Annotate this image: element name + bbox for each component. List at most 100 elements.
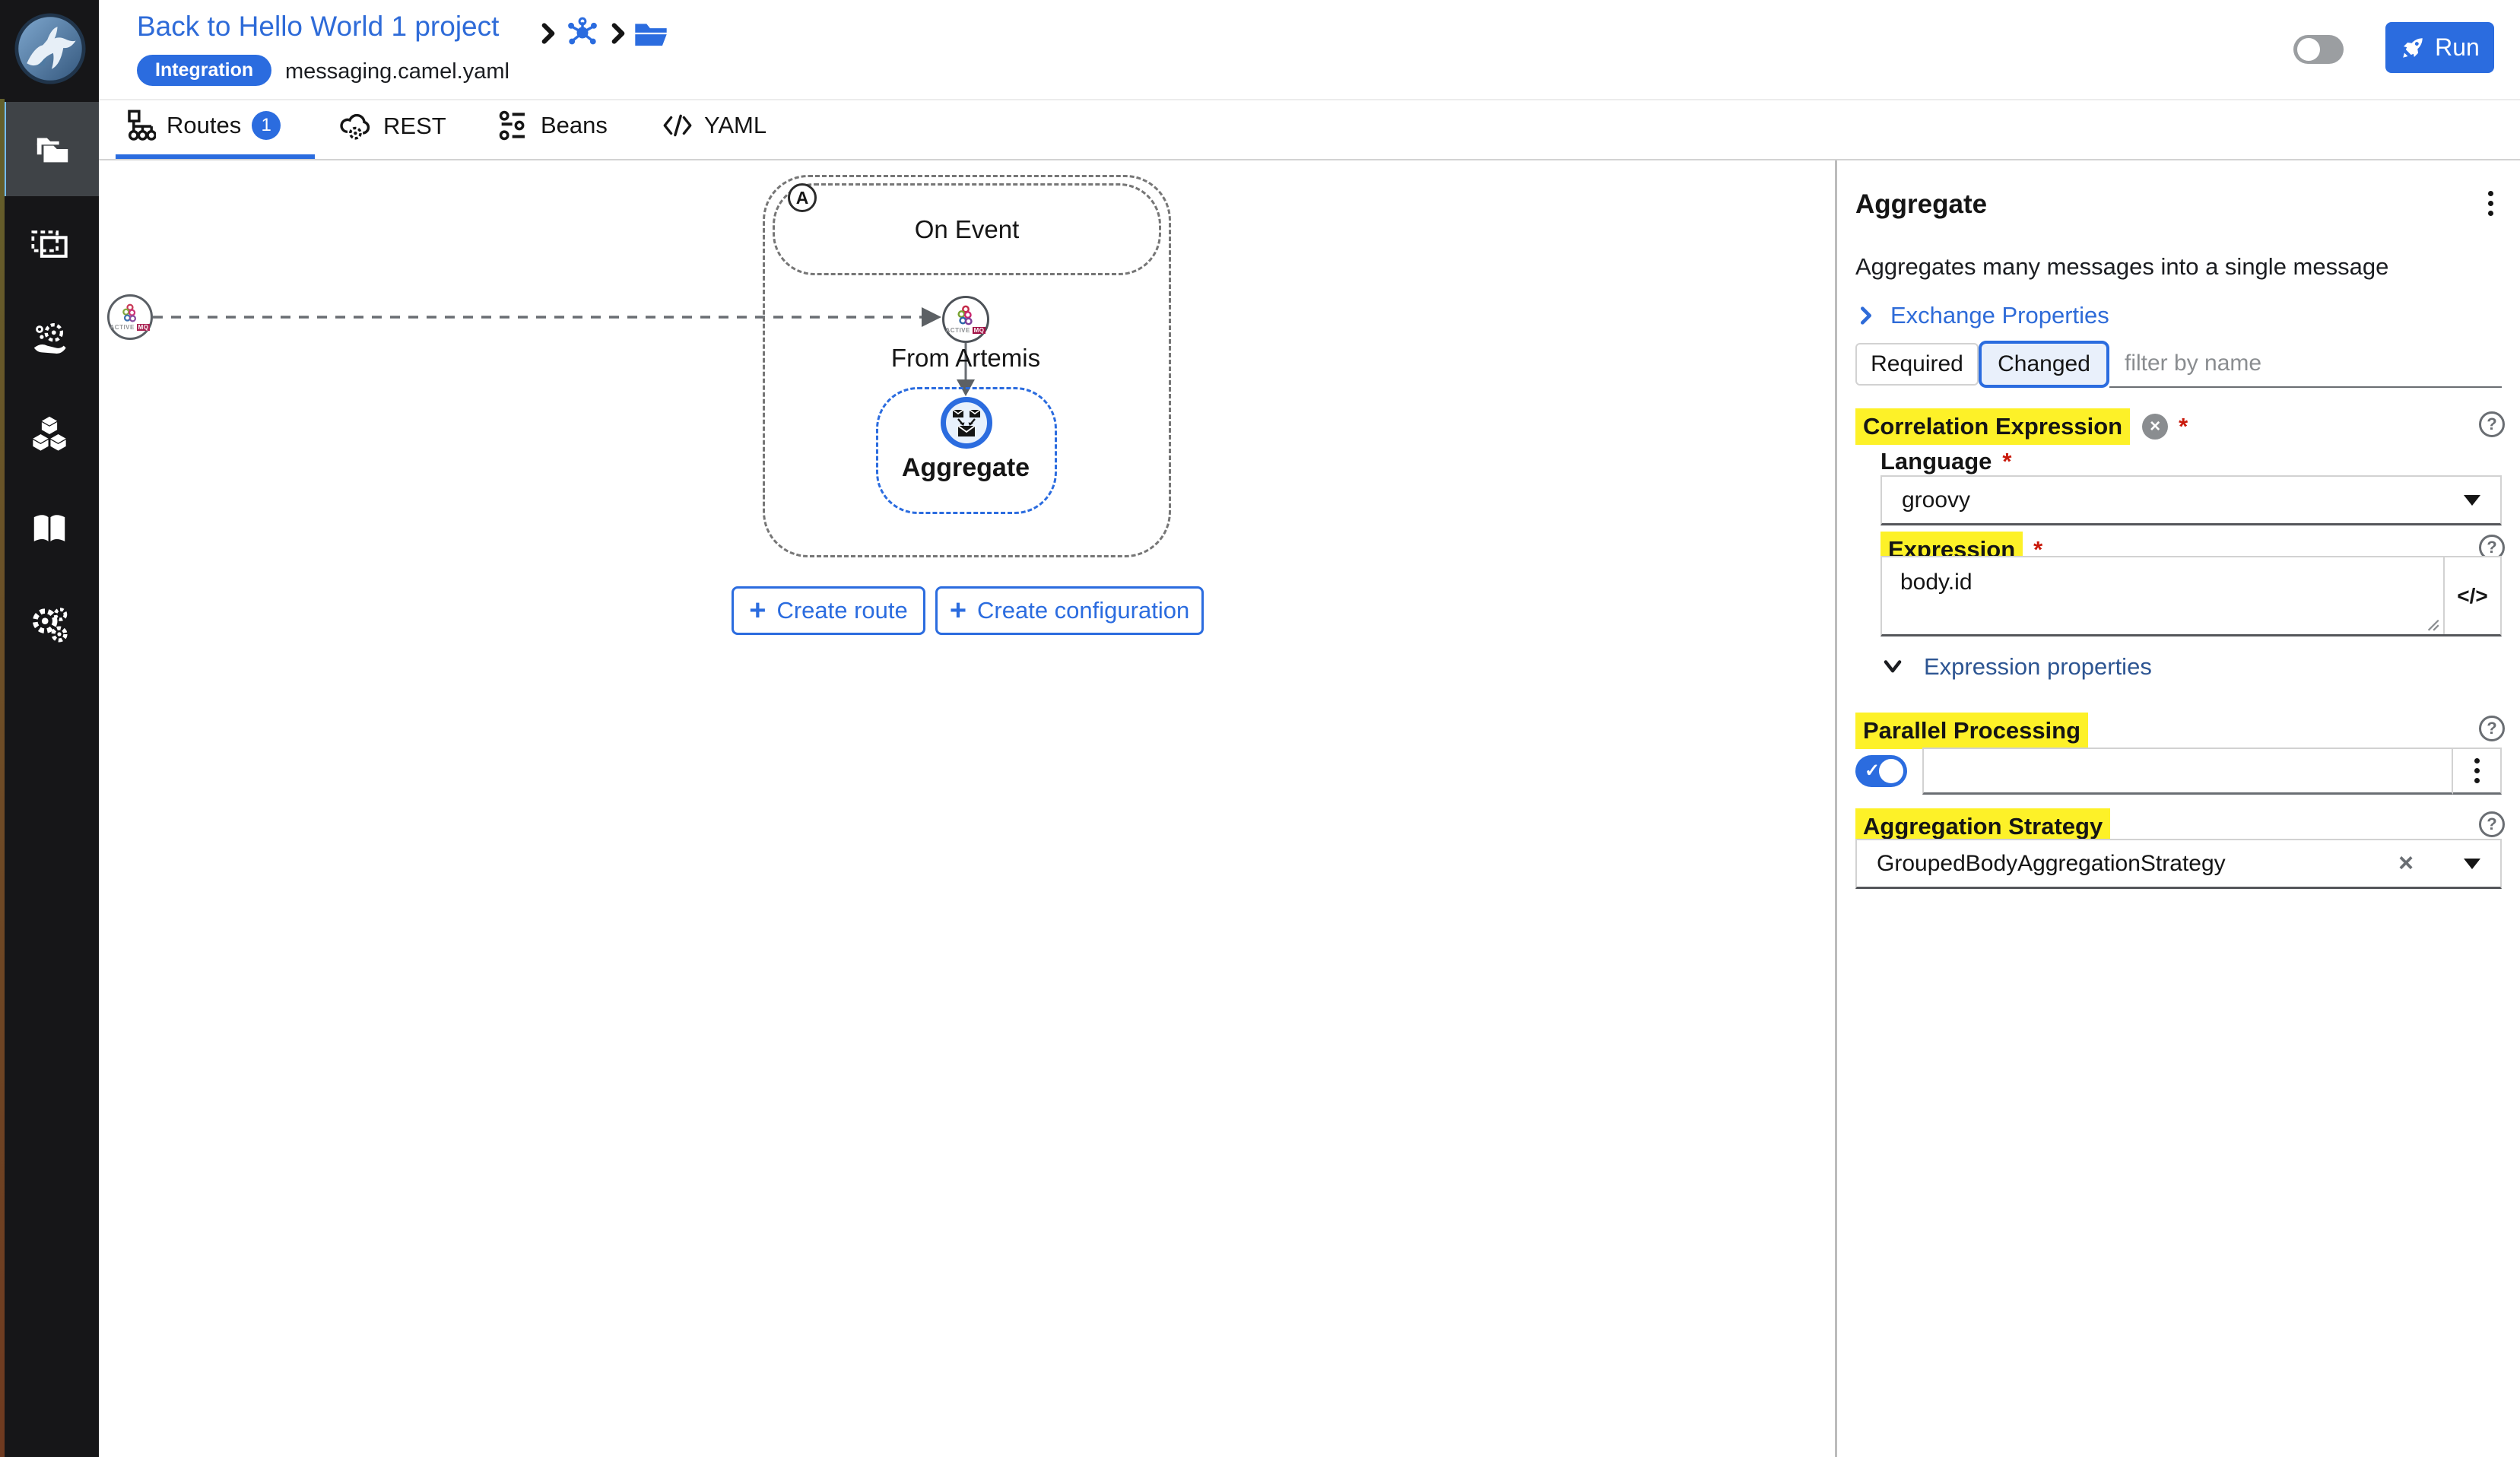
- integration-hub-icon[interactable]: [565, 15, 600, 50]
- expression-properties-expander[interactable]: Expression properties: [1883, 653, 2152, 681]
- toggle-knob: [2297, 38, 2320, 61]
- aggregate-label: Aggregate: [901, 453, 1030, 482]
- exchange-properties-link[interactable]: Exchange Properties: [1858, 302, 2109, 329]
- left-sidebar: [0, 0, 99, 1457]
- open-code-editor-button[interactable]: </>: [2443, 557, 2500, 634]
- sidebar-item-components[interactable]: [0, 387, 99, 481]
- breadcrumb-chevron-icon: [541, 23, 555, 44]
- route-canvas[interactable]: A On Event ACTIVE MQ ACTIV: [99, 160, 1835, 1457]
- panel-kebab-menu[interactable]: [2488, 191, 2493, 216]
- sidebar-item-pipes[interactable]: [0, 197, 99, 291]
- parallel-processing-label: Parallel Processing: [1855, 713, 2089, 749]
- file-name-label: messaging.camel.yaml: [285, 59, 509, 84]
- parallel-processing-label-row: Parallel Processing: [1855, 713, 2089, 749]
- language-label: Language: [1880, 448, 1992, 475]
- breadcrumb-chevron-icon: [611, 23, 625, 44]
- top-header: Back to Hello World 1 project Integratio…: [99, 0, 2520, 100]
- expression-field: body.id </>: [1880, 556, 2502, 636]
- frames-icon: [31, 230, 68, 258]
- resize-handle-icon[interactable]: [2423, 615, 2440, 632]
- language-select-value: groovy: [1902, 487, 1971, 513]
- aggregation-help-icon[interactable]: ?: [2479, 811, 2505, 837]
- aggregation-strategy-combobox[interactable]: ×: [1855, 839, 2502, 889]
- tab-routes-label: Routes: [167, 112, 242, 138]
- sidebar-item-services[interactable]: [0, 292, 99, 386]
- gears-icon: [32, 608, 68, 643]
- switch-knob: [1879, 759, 1903, 783]
- language-select[interactable]: groovy: [1880, 475, 2502, 525]
- tab-yaml-label: YAML: [704, 112, 767, 138]
- on-event-label: On Event: [914, 214, 1020, 243]
- chevron-down-icon: [2464, 494, 2480, 506]
- rocket-icon: [2403, 37, 2423, 58]
- correlation-expression-label-row: Correlation Expression × *: [1855, 408, 2188, 445]
- activemq-brand-label: ACTIVE MQ: [109, 324, 151, 331]
- cubes-icon: [33, 416, 66, 451]
- external-activemq-node[interactable]: ACTIVE MQ: [107, 294, 153, 340]
- parallel-processing-switch[interactable]: ✓: [1855, 755, 1907, 787]
- book-icon: [33, 515, 65, 541]
- expression-textarea[interactable]: body.id: [1882, 557, 2445, 633]
- on-event-group[interactable]: On Event: [773, 183, 1161, 275]
- aggregate-envelopes-icon: [952, 409, 981, 436]
- tab-beans[interactable]: Beans: [498, 110, 608, 141]
- panel-description: Aggregates many messages into a single m…: [1855, 253, 2389, 280]
- activemq-icon: [957, 305, 973, 325]
- tab-rest-label: REST: [383, 113, 446, 139]
- activemq-icon: [122, 303, 137, 322]
- activemq-brand-label: ACTIVE MQ: [945, 327, 986, 334]
- correlation-expression-label: Correlation Expression: [1855, 408, 2131, 445]
- sidebar-item-design[interactable]: [0, 102, 99, 196]
- clear-correlation-icon[interactable]: ×: [2142, 414, 2169, 440]
- camel-logo-icon: [14, 13, 86, 84]
- route-group-container[interactable]: [763, 175, 1171, 557]
- filter-by-name-input[interactable]: [2109, 341, 2502, 388]
- create-configuration-button[interactable]: + Create configuration: [935, 586, 1204, 635]
- active-tab-underline: [116, 154, 315, 160]
- tab-routes[interactable]: Routes 1: [124, 110, 281, 141]
- clear-strategy-icon[interactable]: ×: [2398, 849, 2414, 878]
- desktop-edge-artifact: [0, 99, 5, 1457]
- from-artemis-label: From Artemis: [890, 344, 1041, 372]
- back-to-project-link[interactable]: Back to Hello World 1 project: [137, 11, 500, 42]
- parallel-processing-input[interactable]: [1922, 748, 2453, 795]
- create-route-button[interactable]: + Create route: [732, 586, 925, 635]
- correlation-help-icon[interactable]: ?: [2479, 411, 2505, 437]
- from-artemis-node[interactable]: ACTIVE MQ: [942, 296, 989, 343]
- panel-resize-divider[interactable]: [1835, 160, 1837, 1457]
- tab-yaml[interactable]: YAML: [662, 110, 766, 141]
- properties-panel: Aggregate Aggregates many messages into …: [1837, 160, 2520, 1457]
- sidebar-item-settings[interactable]: [0, 577, 99, 671]
- document-tabbar: Routes 1 REST Beans: [99, 100, 1835, 160]
- parallel-help-icon[interactable]: ?: [2479, 716, 2505, 741]
- panel-title: Aggregate: [1855, 189, 1988, 219]
- header-toggle-switch[interactable]: [2293, 35, 2344, 64]
- tab-rest[interactable]: REST: [339, 110, 446, 143]
- tab-beans-label: Beans: [541, 112, 608, 138]
- aggregation-strategy-input[interactable]: [1877, 850, 2399, 877]
- filter-required-button[interactable]: Required: [1855, 343, 1979, 386]
- parallel-kebab-button[interactable]: [2453, 748, 2502, 795]
- routes-count-badge: 1: [252, 111, 281, 140]
- tabbar-divider: [99, 159, 2520, 160]
- run-button[interactable]: Run: [2385, 22, 2494, 73]
- route-collapse-badge[interactable]: A: [788, 183, 817, 212]
- rest-cloud-icon: [340, 113, 370, 140]
- open-folder-icon[interactable]: [633, 18, 668, 49]
- aggregate-node[interactable]: [941, 397, 992, 449]
- integration-badge: Integration: [137, 55, 272, 86]
- filter-changed-button[interactable]: Changed: [1979, 341, 2109, 388]
- yaml-code-icon: [663, 114, 692, 137]
- kebab-icon: [2474, 758, 2480, 783]
- aggregate-step-group[interactable]: [876, 387, 1057, 514]
- beans-options-icon: [499, 110, 525, 141]
- routes-tree-icon: [128, 110, 156, 141]
- language-label-row: Language *: [1880, 448, 2011, 475]
- run-button-label: Run: [2435, 33, 2480, 61]
- folders-icon: [36, 138, 68, 163]
- hand-gear-icon: [33, 323, 66, 354]
- sidebar-item-catalog[interactable]: [0, 482, 99, 576]
- chevron-down-icon[interactable]: [2464, 858, 2480, 869]
- required-asterisk: *: [2179, 413, 2188, 440]
